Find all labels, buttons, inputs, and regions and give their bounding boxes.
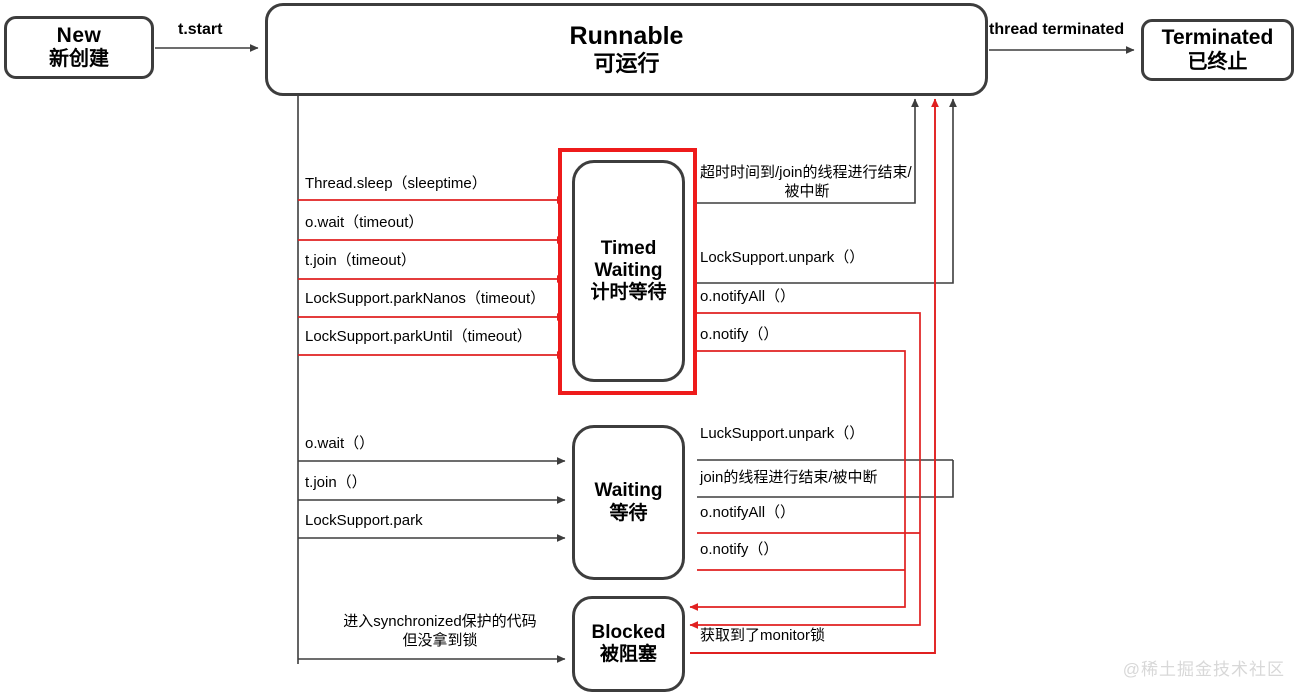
- label-waiting-in-3: LockSupport.park: [305, 512, 423, 529]
- edge-label-t-start: t.start: [178, 21, 223, 38]
- out-timed-notify: [689, 350, 906, 611]
- label-timed-in-5: LockSupport.parkUntil（timeout）: [305, 328, 532, 345]
- label-blocked-out-monitor: 获取到了monitor锁: [700, 627, 826, 644]
- node-timed-waiting[interactable]: Timed Waiting 计时等待: [572, 160, 685, 382]
- label-timed-out-notify: o.notify（）: [700, 326, 779, 343]
- out-blocked-monitor: [690, 98, 939, 654]
- node-terminated[interactable]: Terminated 已终止: [1141, 19, 1294, 81]
- node-terminated-en: Terminated: [1161, 26, 1274, 50]
- label-timed-out-timeout-line1: 超时时间到/join的线程进行结束/: [700, 164, 912, 181]
- label-timed-out-unpark: LockSupport.unpark（）: [700, 249, 865, 266]
- label-timed-out-notifyall: o.notifyAll（）: [700, 288, 796, 305]
- node-runnable-cn: 可运行: [593, 51, 660, 77]
- label-timed-out-timeout: 超时时间到/join的线程进行结束/ 被中断: [700, 164, 914, 202]
- node-new-cn: 新创建: [49, 48, 109, 71]
- node-waiting-cn: 等待: [609, 502, 648, 524]
- node-waiting-en: Waiting: [594, 480, 663, 502]
- label-timed-out-timeout-line2: 被中断: [784, 182, 830, 200]
- label-blocked-in: 进入synchronized保护的代码 但没拿到锁: [300, 613, 580, 651]
- node-new-en: New: [56, 23, 102, 47]
- watermark: @稀土掘金技术社区: [1122, 660, 1285, 679]
- node-timed-waiting-en2: Waiting: [594, 259, 663, 281]
- node-runnable-en: Runnable: [569, 22, 684, 51]
- node-new[interactable]: New 新创建: [4, 16, 154, 79]
- node-blocked[interactable]: Blocked 被阻塞: [572, 596, 685, 692]
- node-timed-waiting-cn: 计时等待: [590, 282, 667, 304]
- label-waiting-out-joinend: join的线程进行结束/被中断: [700, 469, 878, 486]
- label-timed-in-2: o.wait（timeout）: [305, 214, 424, 231]
- label-waiting-in-2: t.join（）: [305, 474, 367, 491]
- label-waiting-out-notify: o.notify（）: [700, 541, 779, 558]
- label-waiting-in-1: o.wait（）: [305, 435, 375, 452]
- out-waiting-joinend: [697, 460, 954, 498]
- label-timed-in-4: LockSupport.parkNanos（timeout）: [305, 290, 546, 307]
- node-timed-waiting-en1: Timed: [600, 237, 657, 259]
- node-waiting[interactable]: Waiting 等待: [572, 425, 685, 580]
- label-blocked-in-line1: 进入synchronized保护的代码: [343, 613, 537, 630]
- label-timed-in-3: t.join（timeout）: [305, 252, 416, 269]
- node-terminated-cn: 已终止: [1187, 50, 1248, 73]
- out-timed-unpark: [697, 98, 957, 284]
- label-waiting-out-notifyall: o.notifyAll（）: [700, 504, 796, 521]
- edge-label-thread-terminated: thread terminated: [989, 21, 1125, 38]
- out-timed-timeout: [697, 98, 919, 204]
- label-blocked-in-line2: 但没拿到锁: [402, 631, 478, 649]
- out-timed-notifyall: [689, 312, 921, 629]
- label-waiting-out-unpark: LuckSupport.unpark（）: [700, 425, 865, 442]
- node-blocked-en: Blocked: [591, 621, 666, 643]
- node-runnable[interactable]: Runnable 可运行: [265, 3, 988, 96]
- label-timed-in-1: Thread.sleep（sleeptime）: [305, 175, 487, 192]
- node-blocked-cn: 被阻塞: [599, 644, 657, 665]
